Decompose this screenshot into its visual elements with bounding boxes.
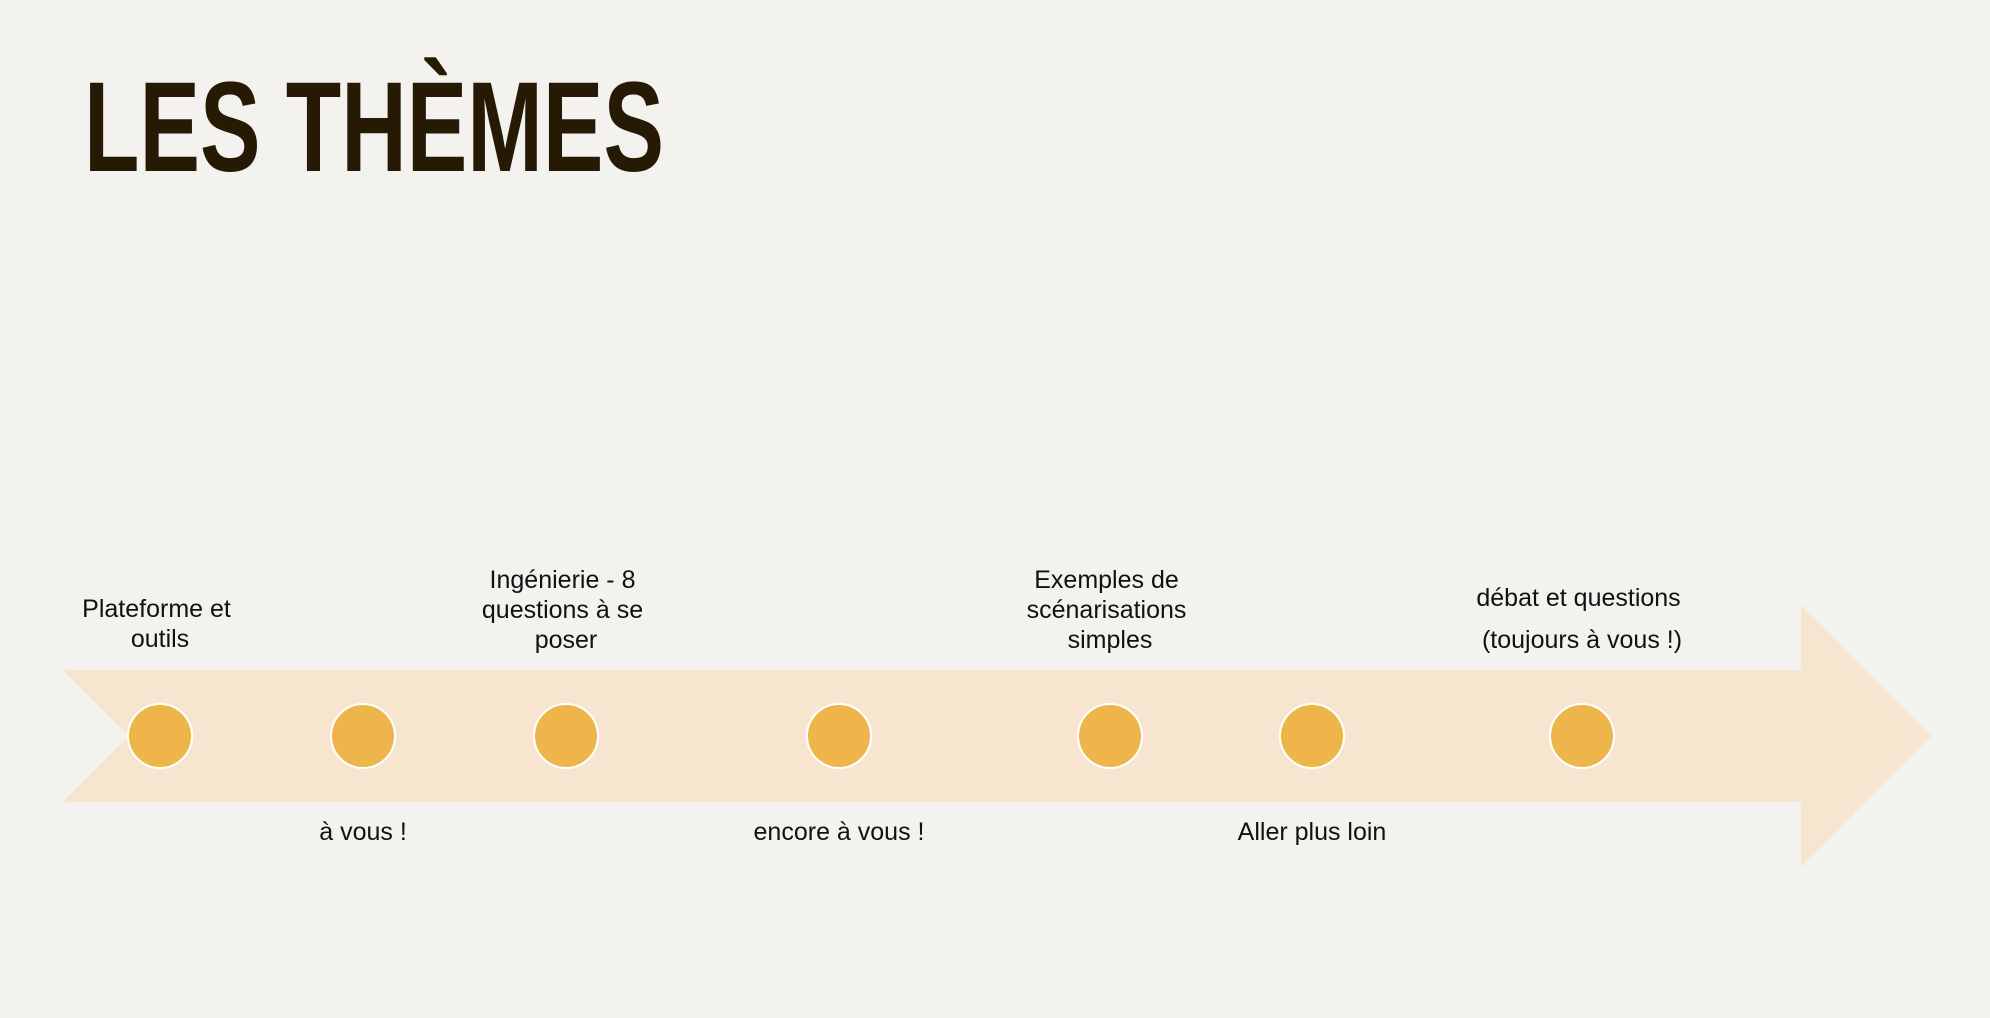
milestone-dots — [127, 703, 1615, 769]
milestone-dot — [1549, 703, 1615, 769]
milestone-label-exemples: Exemples de scénarisations simples — [1027, 566, 1194, 654]
milestone-dot — [533, 703, 599, 769]
milestone-label-debat: débat et questions (toujours à vous !) — [1476, 584, 1687, 654]
milestone-dot — [1279, 703, 1345, 769]
milestone-label-aller-plus-loin: Aller plus loin — [1238, 818, 1387, 846]
milestone-label-ingenierie: Ingénierie - 8 questions à se poser — [482, 566, 650, 654]
milestone-dot — [330, 703, 396, 769]
milestone-dot — [806, 703, 872, 769]
milestone-label-encore-a-vous: encore à vous ! — [754, 818, 925, 846]
milestone-label-plateforme: Plateforme et outils — [82, 595, 238, 653]
milestone-dot — [1077, 703, 1143, 769]
milestone-label-a-vous: à vous ! — [319, 818, 407, 846]
milestone-dot — [127, 703, 193, 769]
page-title: LES THÈMES — [84, 56, 664, 199]
timeline-arrow — [63, 605, 1931, 867]
